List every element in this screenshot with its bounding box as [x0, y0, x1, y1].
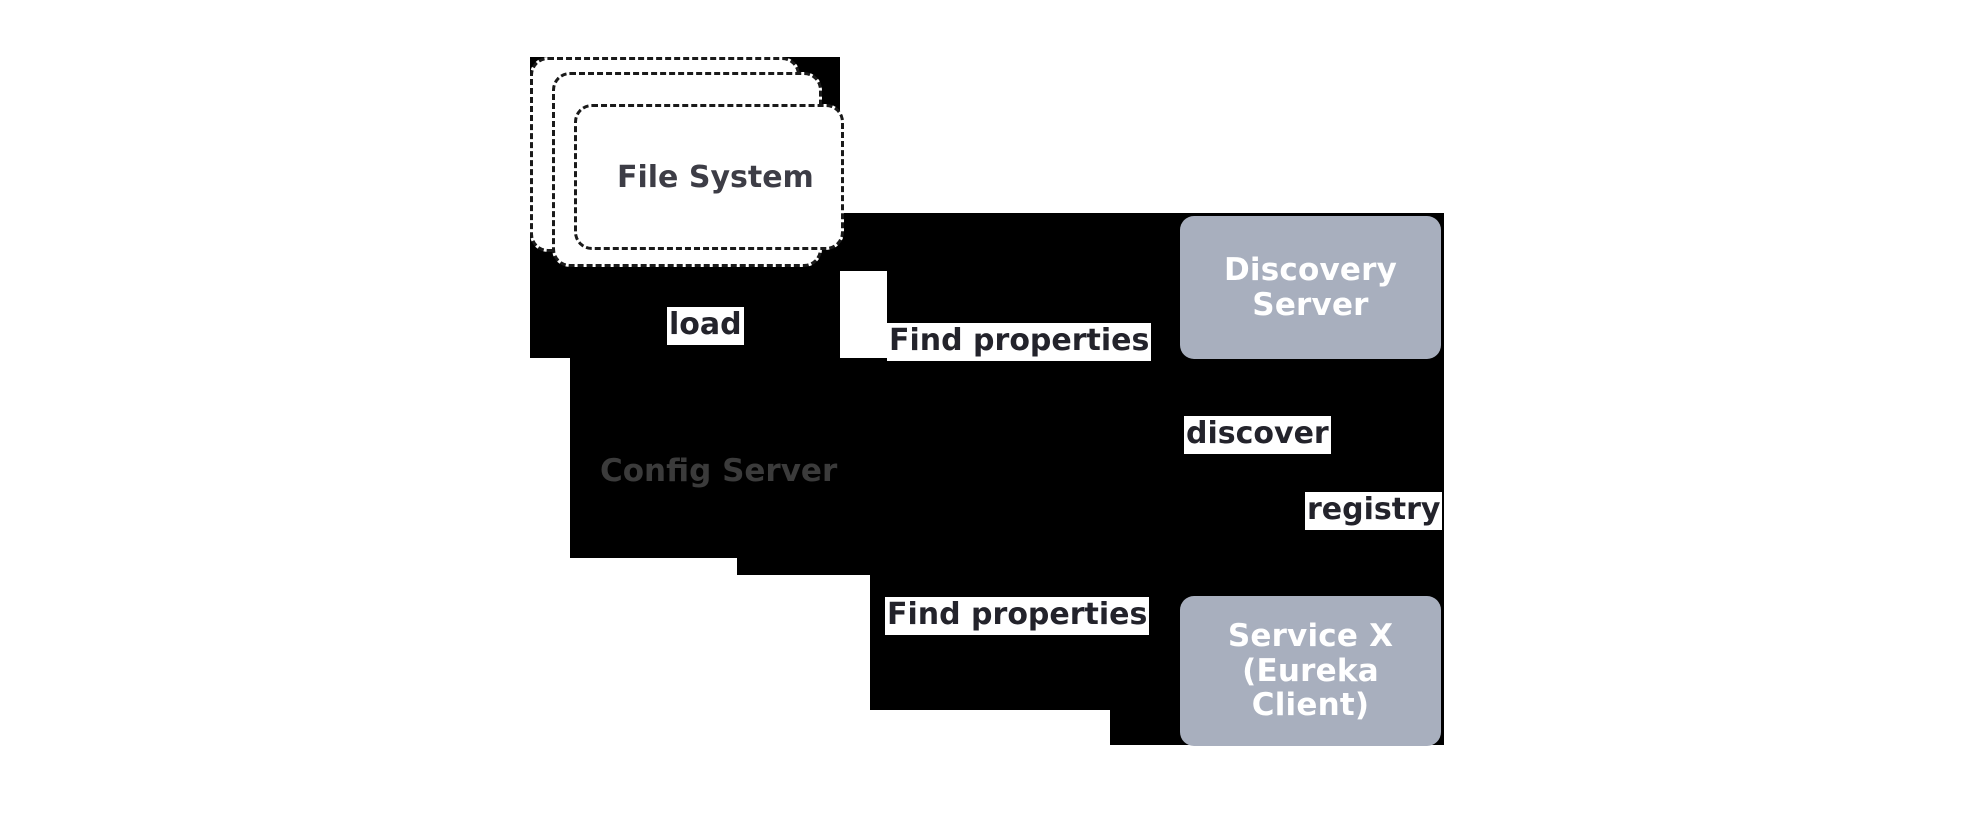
node-config-server[interactable]: Config Server: [570, 358, 1137, 558]
file-system-label: File System: [617, 160, 814, 195]
file-system-card-front: [574, 104, 844, 250]
edge-label-find-properties-service: Find properties: [885, 597, 1150, 635]
config-server-label: Config Server: [600, 453, 838, 489]
service-x-label: Service X (Eureka Client): [1227, 617, 1394, 724]
edge-label-find-properties-discovery: Find properties: [887, 323, 1152, 361]
edge-label-load: load: [667, 307, 744, 345]
discovery-server-label: Discovery Server: [1223, 251, 1397, 323]
node-discovery-server[interactable]: Discovery Server: [1180, 216, 1441, 359]
node-service-x[interactable]: Service X (Eureka Client): [1180, 596, 1441, 746]
edge-label-discover: discover: [1184, 416, 1331, 454]
edge-label-registry: registry: [1305, 492, 1443, 530]
